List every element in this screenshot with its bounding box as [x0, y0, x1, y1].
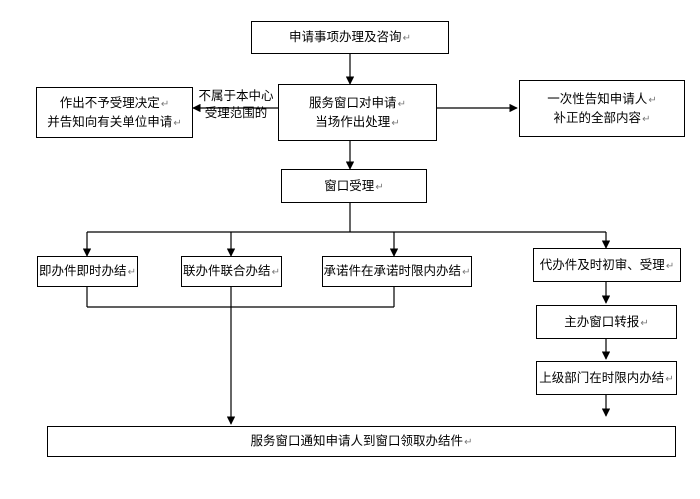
paragraph-mark: ↵ [665, 260, 675, 272]
node-promised-text-1: 承诺件在承诺时限内办结 [323, 263, 462, 278]
node-immediate-line-1: 即办件即时办结↵ [39, 262, 136, 281]
node-apply-line-1: 申请事项办理及咨询↵ [289, 28, 411, 47]
paragraph-mark: ↵ [642, 113, 651, 125]
edge-label-out-of-scope-text-1: 不属于本中心 [198, 88, 274, 103]
node-accept-text-1: 窗口受理 [324, 177, 375, 193]
node-joint-text-1: 联办件联合办结 [183, 263, 271, 278]
paragraph-mark: ↵ [665, 373, 674, 385]
node-reject-text-2: 并告知向有关单位申请 [47, 113, 173, 129]
edge-label-out-of-scope-line-2: 受理范围的 [197, 104, 275, 121]
paragraph-mark: ↵ [391, 117, 400, 129]
node-proxy-text-1: 代办件及时初审、受理 [539, 256, 665, 272]
edge-label-out-of-scope-line-1: 不属于本中心 [197, 87, 275, 104]
node-promised: 承诺件在承诺时限内办结↵ [322, 256, 472, 287]
node-window-review-text-2: 当场作出处理 [315, 113, 391, 129]
node-proxy-line-1: 代办件及时初审、受理↵ [540, 256, 674, 275]
paragraph-mark: ↵ [648, 94, 657, 106]
node-superior-text-1: 上级部门在时限内办结 [539, 369, 665, 385]
paragraph-mark: ↵ [397, 98, 406, 110]
node-notify-supplement-line-1: 一次性告知申请人↵ [547, 90, 656, 109]
node-apply: 申请事项办理及咨询↵ [251, 21, 449, 54]
paragraph-mark: ↵ [127, 267, 136, 278]
node-main-office-text-1: 主办窗口转报 [564, 313, 640, 329]
node-final-text-1: 服务窗口通知申请人到窗口领取办结件 [250, 433, 464, 448]
node-reject: 作出不予受理决定↵并告知向有关单位申请↵ [36, 87, 193, 138]
node-reject-line-1: 作出不予受理决定↵ [60, 94, 169, 113]
node-final: 服务窗口通知申请人到窗口领取办结件↵ [47, 426, 676, 457]
node-joint-line-1: 联办件联合办结↵ [183, 262, 280, 281]
node-window-review: 服务窗口对申请↵当场作出处理↵ [278, 84, 437, 141]
edge-label-out-of-scope-text-2: 受理范围的 [204, 105, 268, 120]
node-superior-line-1: 上级部门在时限内办结↵ [539, 369, 673, 388]
paragraph-mark: ↵ [464, 437, 473, 448]
paragraph-mark: ↵ [160, 98, 170, 110]
node-reject-text-1: 作出不予受理决定 [59, 94, 160, 110]
node-superior: 上级部门在时限内办结↵ [536, 361, 677, 395]
paragraph-mark: ↵ [402, 33, 411, 44]
node-window-review-line-2: 当场作出处理↵ [315, 113, 399, 132]
node-window-review-line-1: 服务窗口对申请↵ [309, 94, 406, 113]
paragraph-mark: ↵ [640, 317, 649, 329]
node-notify-supplement-text-2: 补正的全部内容 [553, 109, 642, 125]
node-notify-supplement-line-2: 补正的全部内容↵ [554, 109, 651, 128]
node-final-line-1: 服务窗口通知申请人到窗口领取办结件↵ [251, 432, 473, 451]
node-main-office-line-1: 主办窗口转报↵ [564, 313, 648, 332]
node-reject-line-2: 并告知向有关单位申请↵ [47, 113, 181, 132]
paragraph-mark: ↵ [173, 117, 182, 129]
node-window-review-text-1: 服务窗口对申请 [309, 94, 397, 110]
node-proxy: 代办件及时初审、受理↵ [533, 248, 681, 282]
node-notify-supplement: 一次性告知申请人↵补正的全部内容↵ [519, 80, 685, 137]
node-notify-supplement-text-1: 一次性告知申请人 [547, 90, 648, 106]
node-joint: 联办件联合办结↵ [181, 256, 282, 287]
paragraph-mark: ↵ [375, 181, 384, 193]
node-promised-line-1: 承诺件在承诺时限内办结↵ [324, 262, 471, 281]
node-immediate: 即办件即时办结↵ [37, 256, 138, 287]
node-apply-text-1: 申请事项办理及咨询 [289, 29, 402, 44]
paragraph-mark: ↵ [271, 267, 280, 278]
paragraph-mark: ↵ [462, 267, 471, 278]
node-accept-line-1: 窗口受理↵ [324, 177, 383, 196]
node-main-office: 主办窗口转报↵ [536, 305, 677, 339]
node-immediate-text-1: 即办件即时办结 [39, 263, 127, 278]
edge-label-out-of-scope: 不属于本中心受理范围的 [197, 87, 275, 121]
node-accept: 窗口受理↵ [281, 169, 427, 203]
